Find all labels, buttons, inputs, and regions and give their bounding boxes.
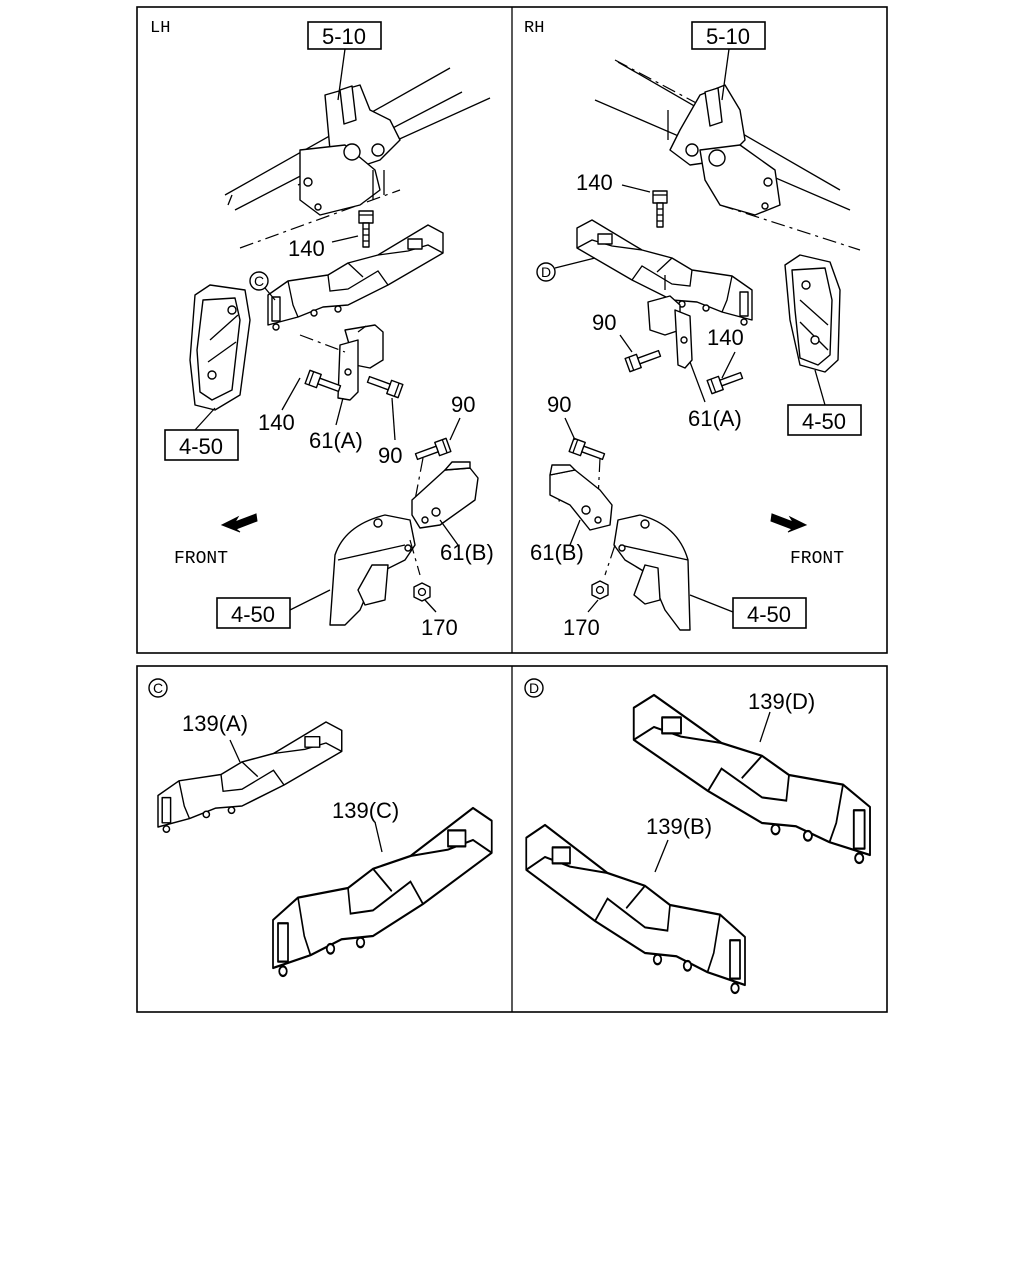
lh-ref-box-shield[interactable] — [164, 429, 239, 461]
rh-ref-box-shield[interactable] — [787, 404, 862, 436]
lh-front-label: FRONT — [174, 549, 228, 569]
lh-label-170: 170 — [421, 615, 458, 640]
detail-c-header: C — [153, 680, 163, 696]
lh-shield — [189, 284, 251, 411]
rh-label-140-side: 140 — [707, 325, 744, 350]
panel-rh: RH 5-10 140 D — [524, 19, 862, 640]
lh-ref-top: 5-10 — [322, 24, 366, 49]
lh-bolt-90-a — [365, 372, 404, 399]
rh-ref-box-top[interactable] — [691, 21, 766, 50]
panel-detail-c: C 139(A) 139(C) — [148, 678, 493, 978]
rh-cab-mount — [667, 84, 781, 216]
label-139a: 139(A) — [182, 711, 248, 736]
lh-label-140-top: 140 — [288, 236, 325, 261]
lh-bracket-61a — [337, 324, 384, 401]
front-arrow-icon — [770, 513, 808, 533]
lh-ref-bottom: 4-50 — [231, 602, 275, 627]
rh-bracket-61a — [647, 295, 693, 369]
rh-ref-bottom: 4-50 — [747, 602, 791, 627]
label-139c: 139(C) — [332, 798, 399, 823]
callout-circle-icon — [148, 678, 168, 698]
lh-ref-shield: 4-50 — [179, 434, 223, 459]
lh-ref-box-bottom[interactable] — [216, 597, 291, 629]
rh-bolt-140-side — [706, 368, 745, 395]
callout-circle-icon[interactable] — [536, 262, 556, 282]
lh-bracket-61b — [411, 461, 479, 529]
rh-label-90-a: 90 — [592, 310, 616, 335]
front-arrow-icon — [220, 513, 258, 533]
lh-label-140-bottom: 140 — [258, 410, 295, 435]
lh-cab-mount — [299, 84, 401, 216]
rh-nut-170 — [591, 580, 609, 600]
rh-label-170: 170 — [563, 615, 600, 640]
rh-bolt-140-top — [652, 190, 668, 228]
lh-label-90-a: 90 — [378, 443, 402, 468]
lh-header: LH — [150, 19, 170, 38]
lh-label-90-b: 90 — [451, 392, 475, 417]
callout-circle-icon — [524, 678, 544, 698]
lh-mudguard — [329, 514, 416, 626]
part-139c — [271, 806, 493, 978]
lh-bolt-140-top — [358, 210, 374, 248]
panel-detail-d: D 139(D) 139(B) — [524, 678, 872, 995]
rh-bracket-61b — [549, 464, 613, 531]
lh-label-61a: 61(A) — [309, 428, 363, 453]
callout-circle-icon[interactable] — [249, 271, 269, 291]
rh-label-61b: 61(B) — [530, 540, 584, 565]
rh-mudguard — [613, 514, 691, 631]
lh-callout: C — [254, 273, 264, 289]
part-139a — [157, 721, 343, 833]
lh-bolt-140-bottom — [304, 369, 343, 396]
rh-label-90-b: 90 — [547, 392, 571, 417]
lh-bolt-90-b — [413, 437, 452, 464]
lh-nut-170 — [413, 582, 431, 602]
panel-lh: LH 5-10 — [150, 19, 494, 640]
lh-ref-box-top[interactable] — [307, 21, 382, 50]
rh-ref-top: 5-10 — [706, 24, 750, 49]
rh-callout: D — [541, 264, 551, 280]
rh-header: RH — [524, 19, 544, 38]
lh-label-61b: 61(B) — [440, 540, 494, 565]
rh-ref-box-bottom[interactable] — [732, 597, 807, 629]
label-139b: 139(B) — [646, 814, 712, 839]
label-139d: 139(D) — [748, 689, 815, 714]
rh-shield — [784, 254, 841, 373]
rh-label-140-top: 140 — [576, 170, 613, 195]
rh-label-61a: 61(A) — [688, 406, 742, 431]
part-139b — [525, 823, 747, 995]
rh-front-label: FRONT — [790, 549, 844, 569]
detail-d-header: D — [529, 680, 539, 696]
rh-ref-shield: 4-50 — [802, 409, 846, 434]
